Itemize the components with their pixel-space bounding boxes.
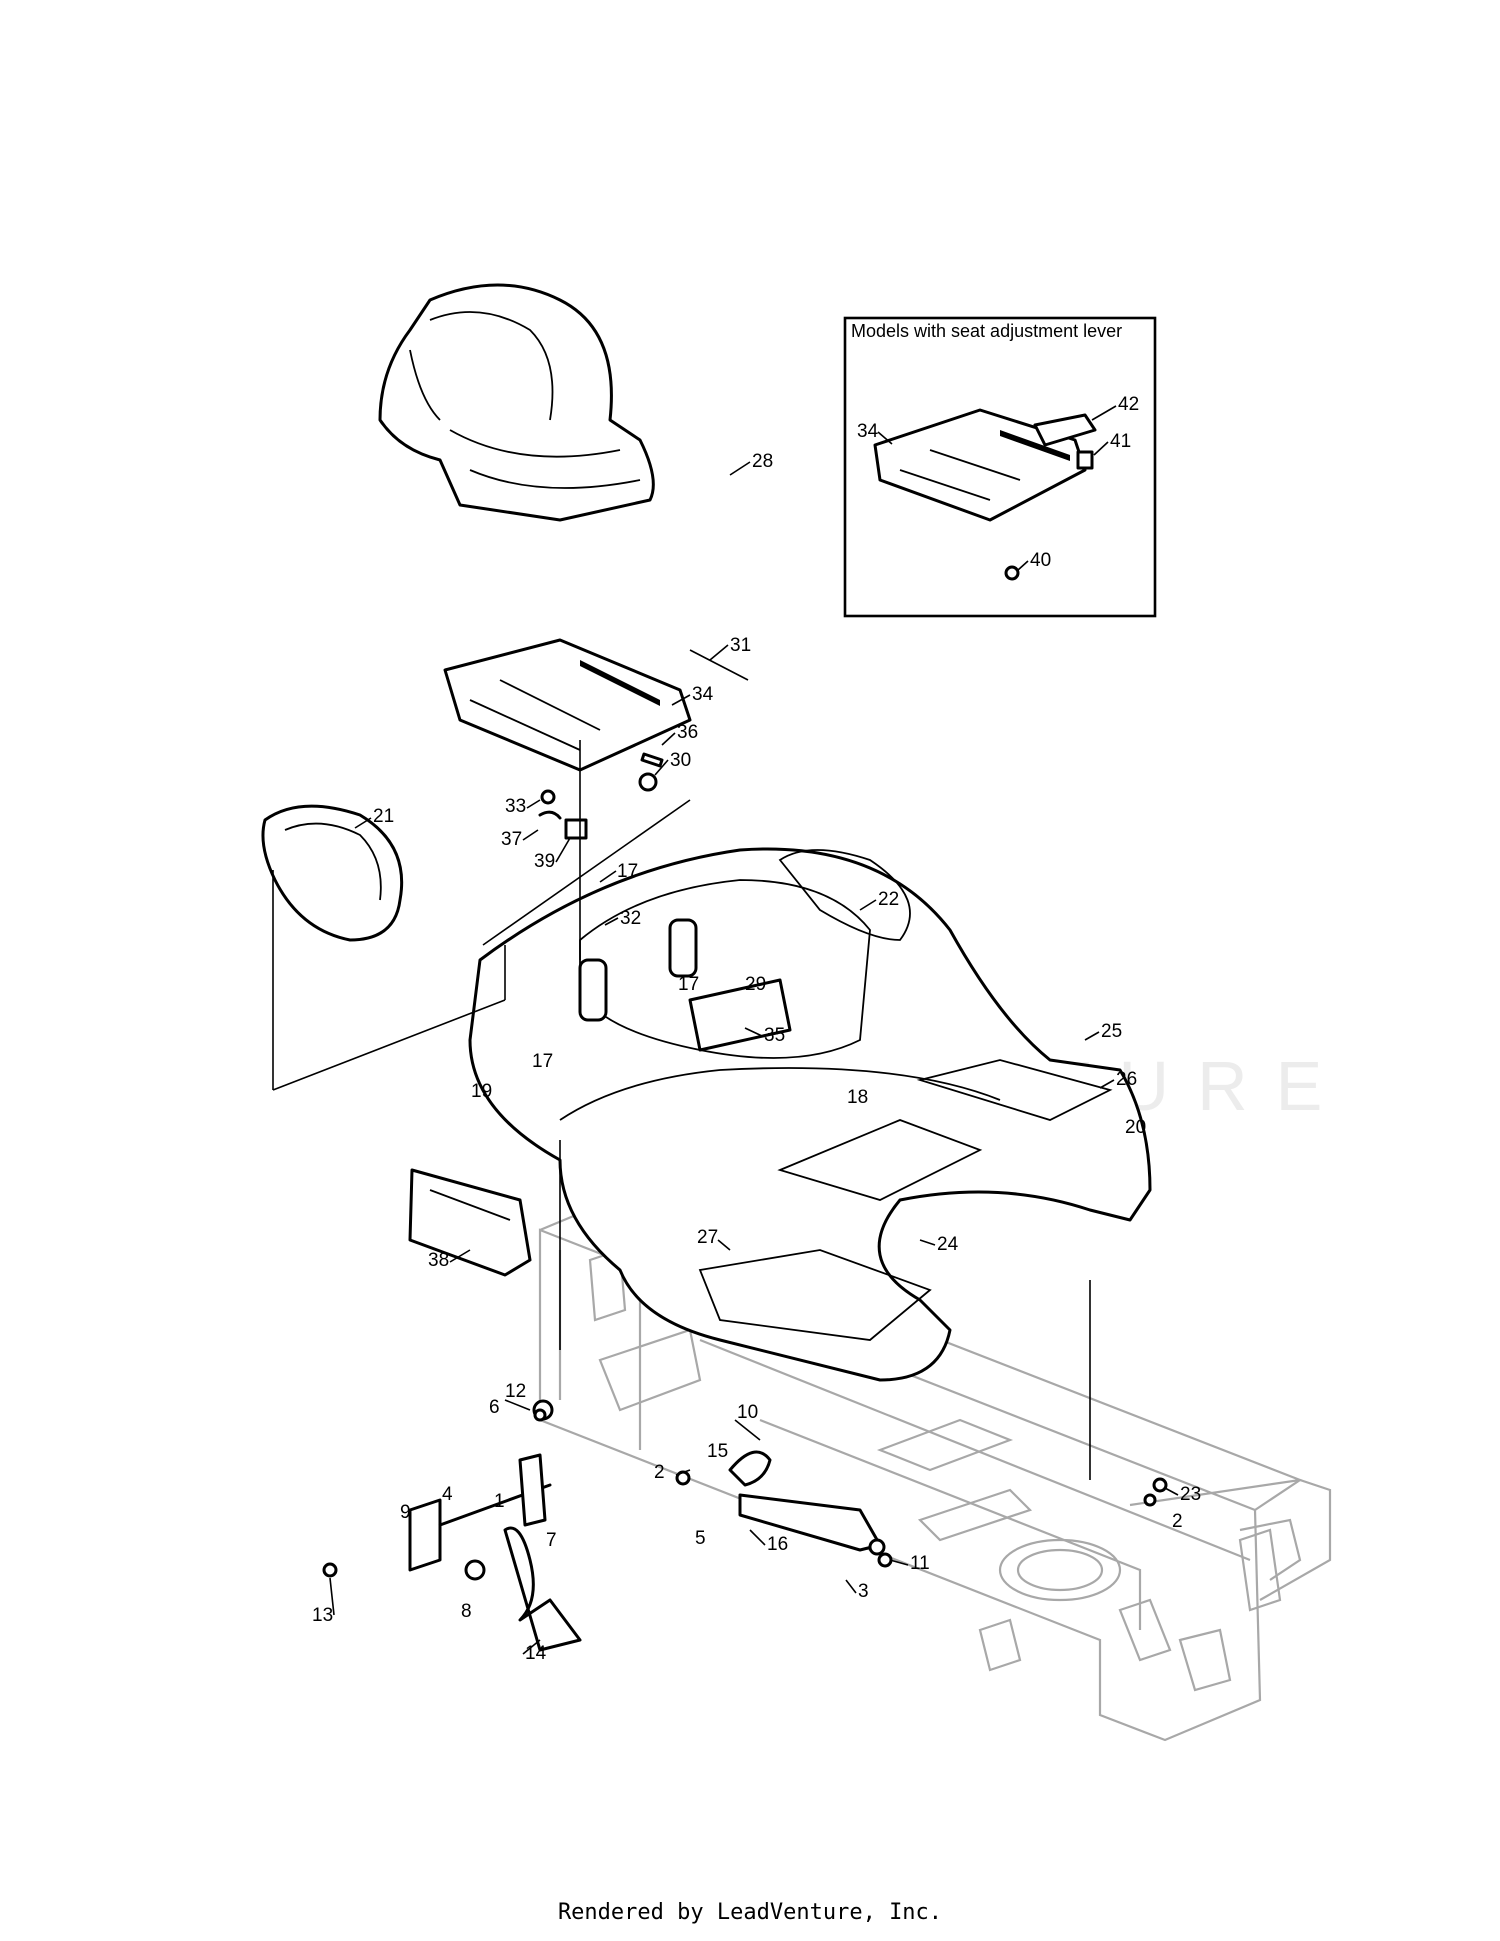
callout-22: 22 (878, 889, 899, 910)
inset-box: Models with seat adjustment lever 34 42 … (843, 316, 1157, 618)
seat-plate (443, 638, 692, 772)
callout-21: 21 (373, 806, 394, 827)
callout-17-c: 17 (532, 1051, 553, 1072)
fender-pad (261, 804, 404, 942)
seat-bracket (688, 978, 792, 1052)
callout-16: 16 (767, 1534, 788, 1555)
callout-34-inset: 34 (857, 421, 879, 442)
callout-33: 33 (505, 796, 526, 817)
callout-7: 7 (546, 1530, 557, 1551)
leader-lines (329, 461, 1179, 1655)
callout-28: 28 (752, 451, 773, 472)
callout-12: 12 (505, 1381, 526, 1402)
inset-callouts: 34 42 41 40 (857, 394, 1139, 571)
callout-29: 29 (745, 974, 766, 995)
callout-36: 36 (677, 722, 698, 743)
callout-6: 6 (489, 1397, 500, 1418)
callout-35: 35 (764, 1025, 785, 1046)
callout-30: 30 (670, 750, 691, 771)
callout-3: 3 (858, 1581, 869, 1602)
callout-19: 19 (471, 1081, 492, 1102)
callout-18: 18 (847, 1087, 868, 1108)
callout-17-a: 17 (617, 861, 638, 882)
callout-42: 42 (1118, 394, 1139, 415)
callout-24: 24 (937, 1234, 959, 1255)
callout-37: 37 (501, 829, 522, 850)
callout-2-a: 2 (654, 1462, 665, 1483)
callout-39: 39 (534, 851, 555, 872)
callout-41: 41 (1110, 431, 1131, 452)
callout-23: 23 (1180, 1484, 1201, 1505)
seat-springs (578, 918, 698, 1022)
callout-38: 38 (428, 1250, 449, 1271)
footer-credit: Rendered by LeadVenture, Inc. (557, 1900, 943, 1925)
callout-26: 26 (1116, 1069, 1137, 1090)
callout-5: 5 (695, 1528, 706, 1549)
callout-2-b: 2 (1172, 1511, 1183, 1532)
seat-hardware (538, 649, 749, 840)
callout-27: 27 (697, 1227, 718, 1248)
callout-14: 14 (525, 1643, 547, 1664)
callout-labels: 28 31 34 36 30 33 37 39 21 17 32 22 17 2… (312, 451, 1201, 1664)
callout-9: 9 (400, 1502, 411, 1523)
callout-17-b: 17 (678, 974, 699, 995)
callout-11: 11 (910, 1553, 930, 1574)
assembly-lines (272, 740, 1091, 1480)
callout-4: 4 (442, 1484, 453, 1505)
callout-13: 13 (312, 1605, 333, 1626)
callout-25: 25 (1101, 1021, 1122, 1042)
callout-20: 20 (1125, 1117, 1146, 1138)
callout-10: 10 (737, 1402, 758, 1423)
callout-31: 31 (730, 635, 751, 656)
callout-32: 32 (620, 908, 641, 929)
callout-8: 8 (461, 1601, 472, 1622)
seat-adjust-rack (408, 1168, 532, 1277)
callout-15: 15 (707, 1441, 728, 1462)
seat (378, 283, 655, 522)
inset-title: Models with seat adjustment lever (851, 321, 1122, 341)
callout-1: 1 (494, 1491, 505, 1512)
callout-40: 40 (1030, 550, 1051, 571)
fender-body (468, 847, 1152, 1382)
pedal-linkage (322, 1399, 1168, 1652)
callout-34: 34 (692, 684, 714, 705)
